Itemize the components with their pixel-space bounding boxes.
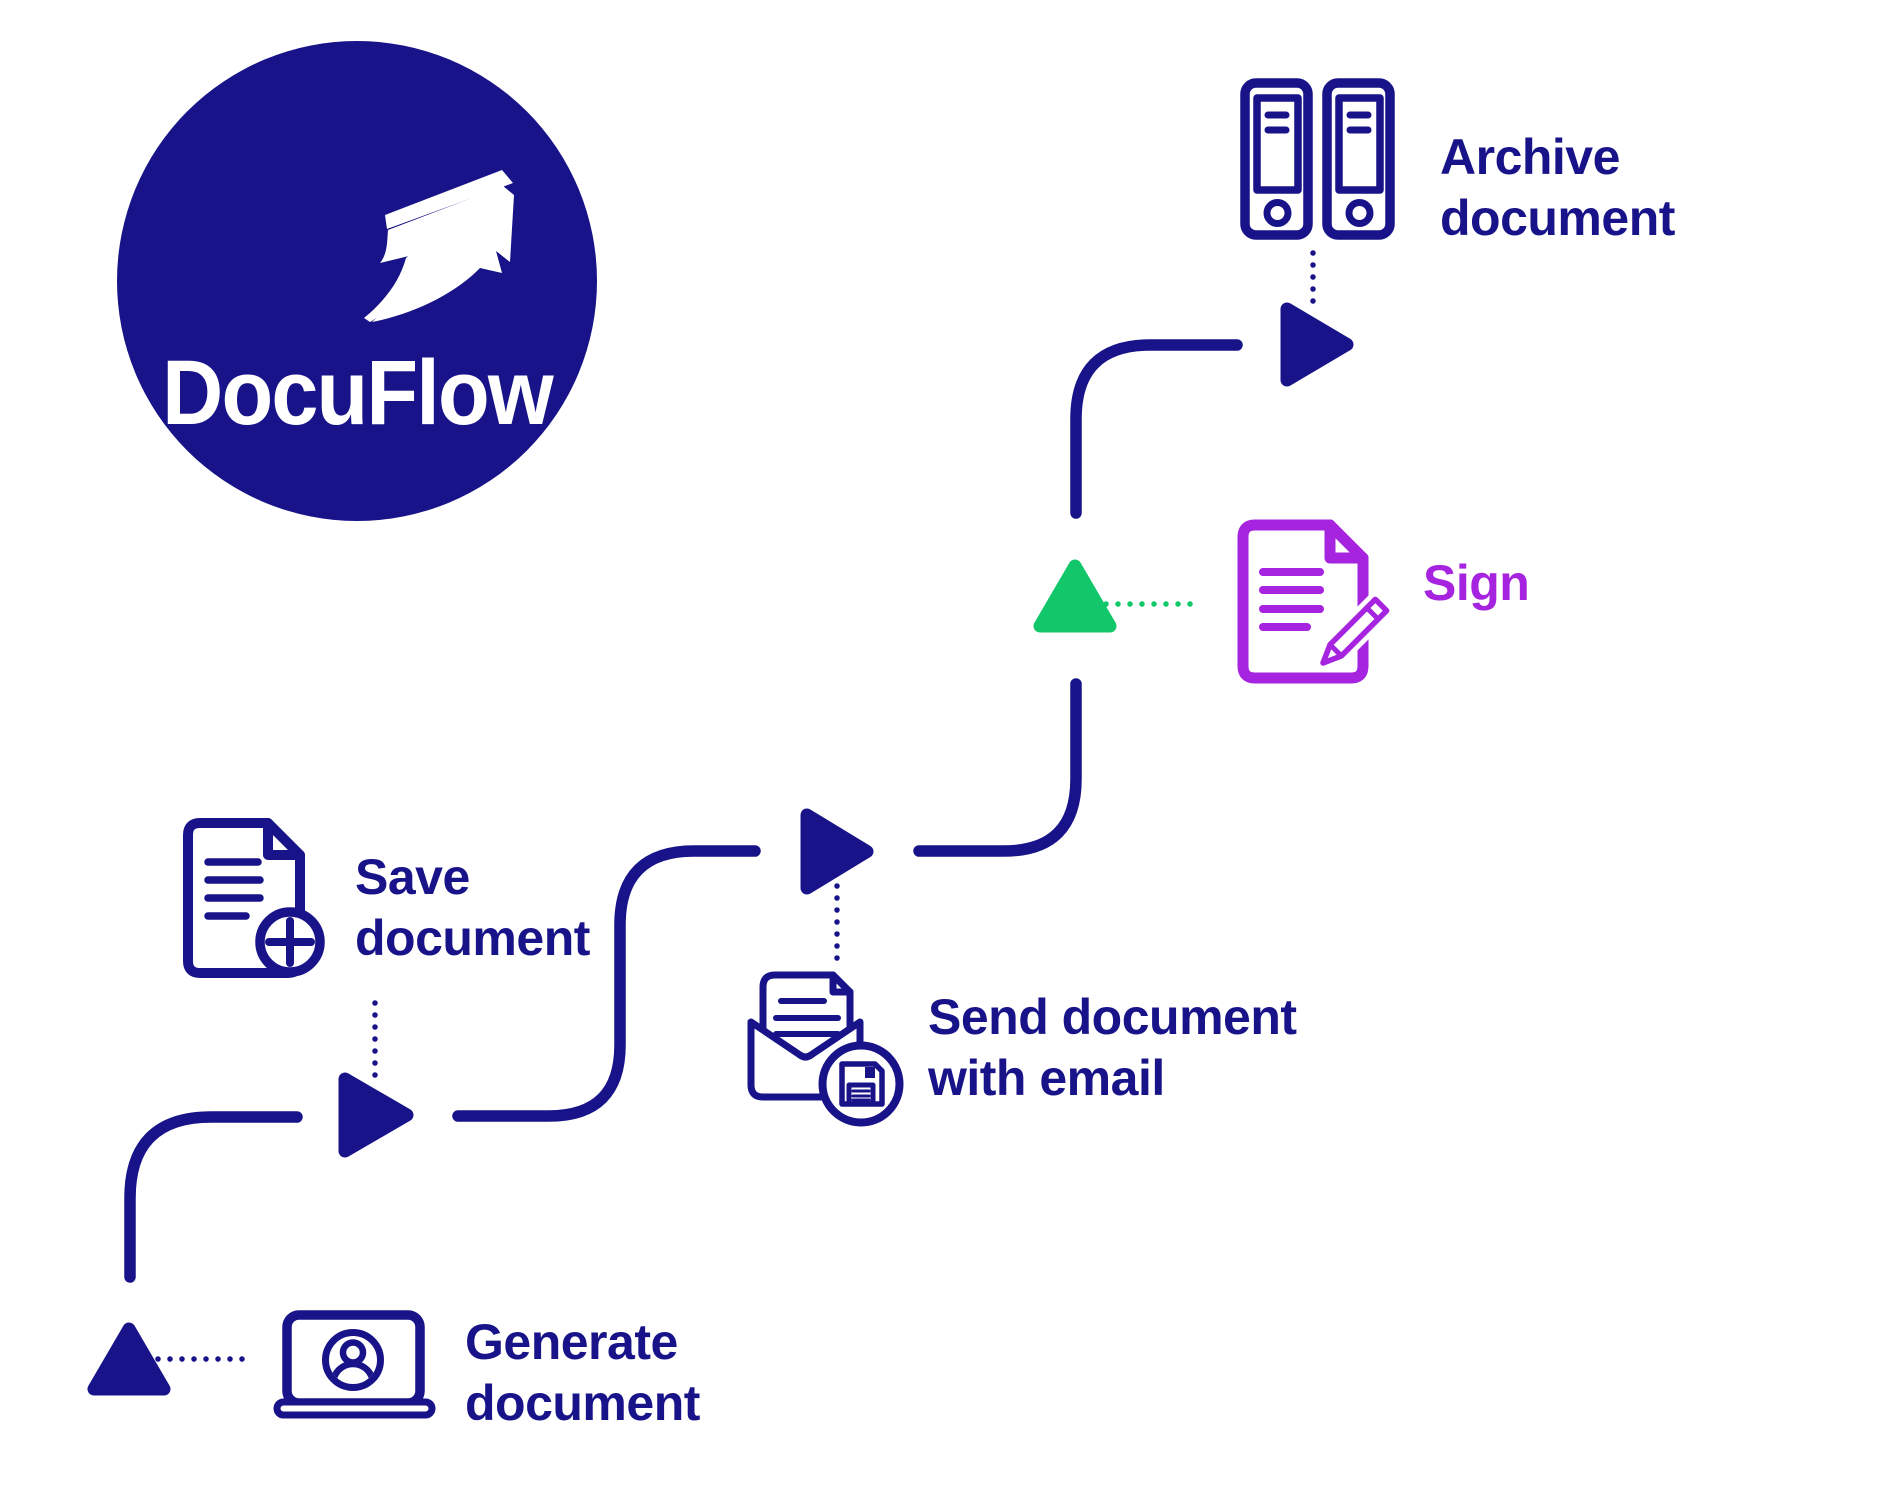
step-label-archive-document: Archive document: [1440, 129, 1675, 246]
envelope-floppy-icon: [747, 971, 904, 1127]
laptop-user-icon: [273, 1310, 436, 1419]
document-add-icon: [183, 818, 325, 978]
flow-path-send-to-sign: [913, 678, 1082, 857]
step-label-generate-document: Generate document: [465, 1314, 700, 1431]
flow-path-start-to-save: [124, 1111, 303, 1283]
sign-green-triangle-icon: [1033, 559, 1117, 633]
send-arrow-icon: [800, 808, 874, 895]
pencil-icon: [1315, 591, 1395, 671]
flow-path-save-to-send: [452, 845, 761, 1122]
flow-path-sign-to-archive: [1070, 339, 1243, 519]
start-triangle-icon: [87, 1322, 171, 1396]
step-label-sign: Sign: [1423, 555, 1530, 611]
step-label-send-document: Send document with email: [928, 989, 1297, 1106]
save-arrow-icon: [338, 1072, 414, 1158]
document-pencil-icon: [1237, 519, 1395, 684]
logo-title: DocuFlow: [162, 342, 553, 444]
logo-arrow-icon: [364, 170, 514, 322]
archive-arrow-icon: [1280, 302, 1354, 387]
archive-binders-icon: [1240, 78, 1395, 240]
logo-circle: [117, 41, 597, 521]
floppy-disk-icon: [839, 1061, 885, 1107]
binder-icon: [1240, 78, 1313, 240]
step-label-save-document: Save document: [355, 849, 590, 966]
binder-icon: [1322, 78, 1395, 240]
